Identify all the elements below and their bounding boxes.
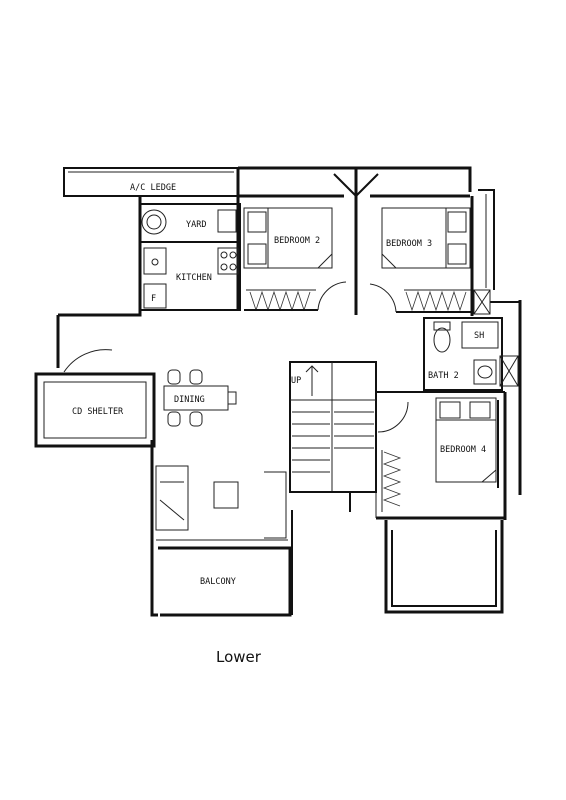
bedroom-2-label: BEDROOM 2 [274,236,320,246]
bedroom-2 [238,194,347,312]
bath-2 [423,289,519,391]
floor-caption: Lower [216,648,262,666]
fridge-label: F [151,294,156,304]
stair-up-label: UP [291,376,301,386]
cd-shelter [34,349,156,448]
bath-2-label: BATH 2 [428,371,459,381]
staircase [289,361,377,512]
ac-ledge-label: A/C LEDGE [130,183,176,193]
living-area [155,465,288,541]
bedroom-4 [375,391,505,518]
kitchen-label: KITCHEN [176,273,212,283]
shower-label: SH [474,331,484,341]
bedroom-3 [333,168,474,316]
yard-kitchen [139,203,241,311]
balcony-label: BALCONY [200,577,236,587]
dining-area [163,369,237,427]
yard-label: YARD [186,220,206,230]
bedroom-3-label: BEDROOM 3 [386,239,432,249]
cd-shelter-label: CD SHELTER [72,407,124,417]
dining-label: DINING [174,395,205,405]
bedroom-4-label: BEDROOM 4 [440,445,486,455]
